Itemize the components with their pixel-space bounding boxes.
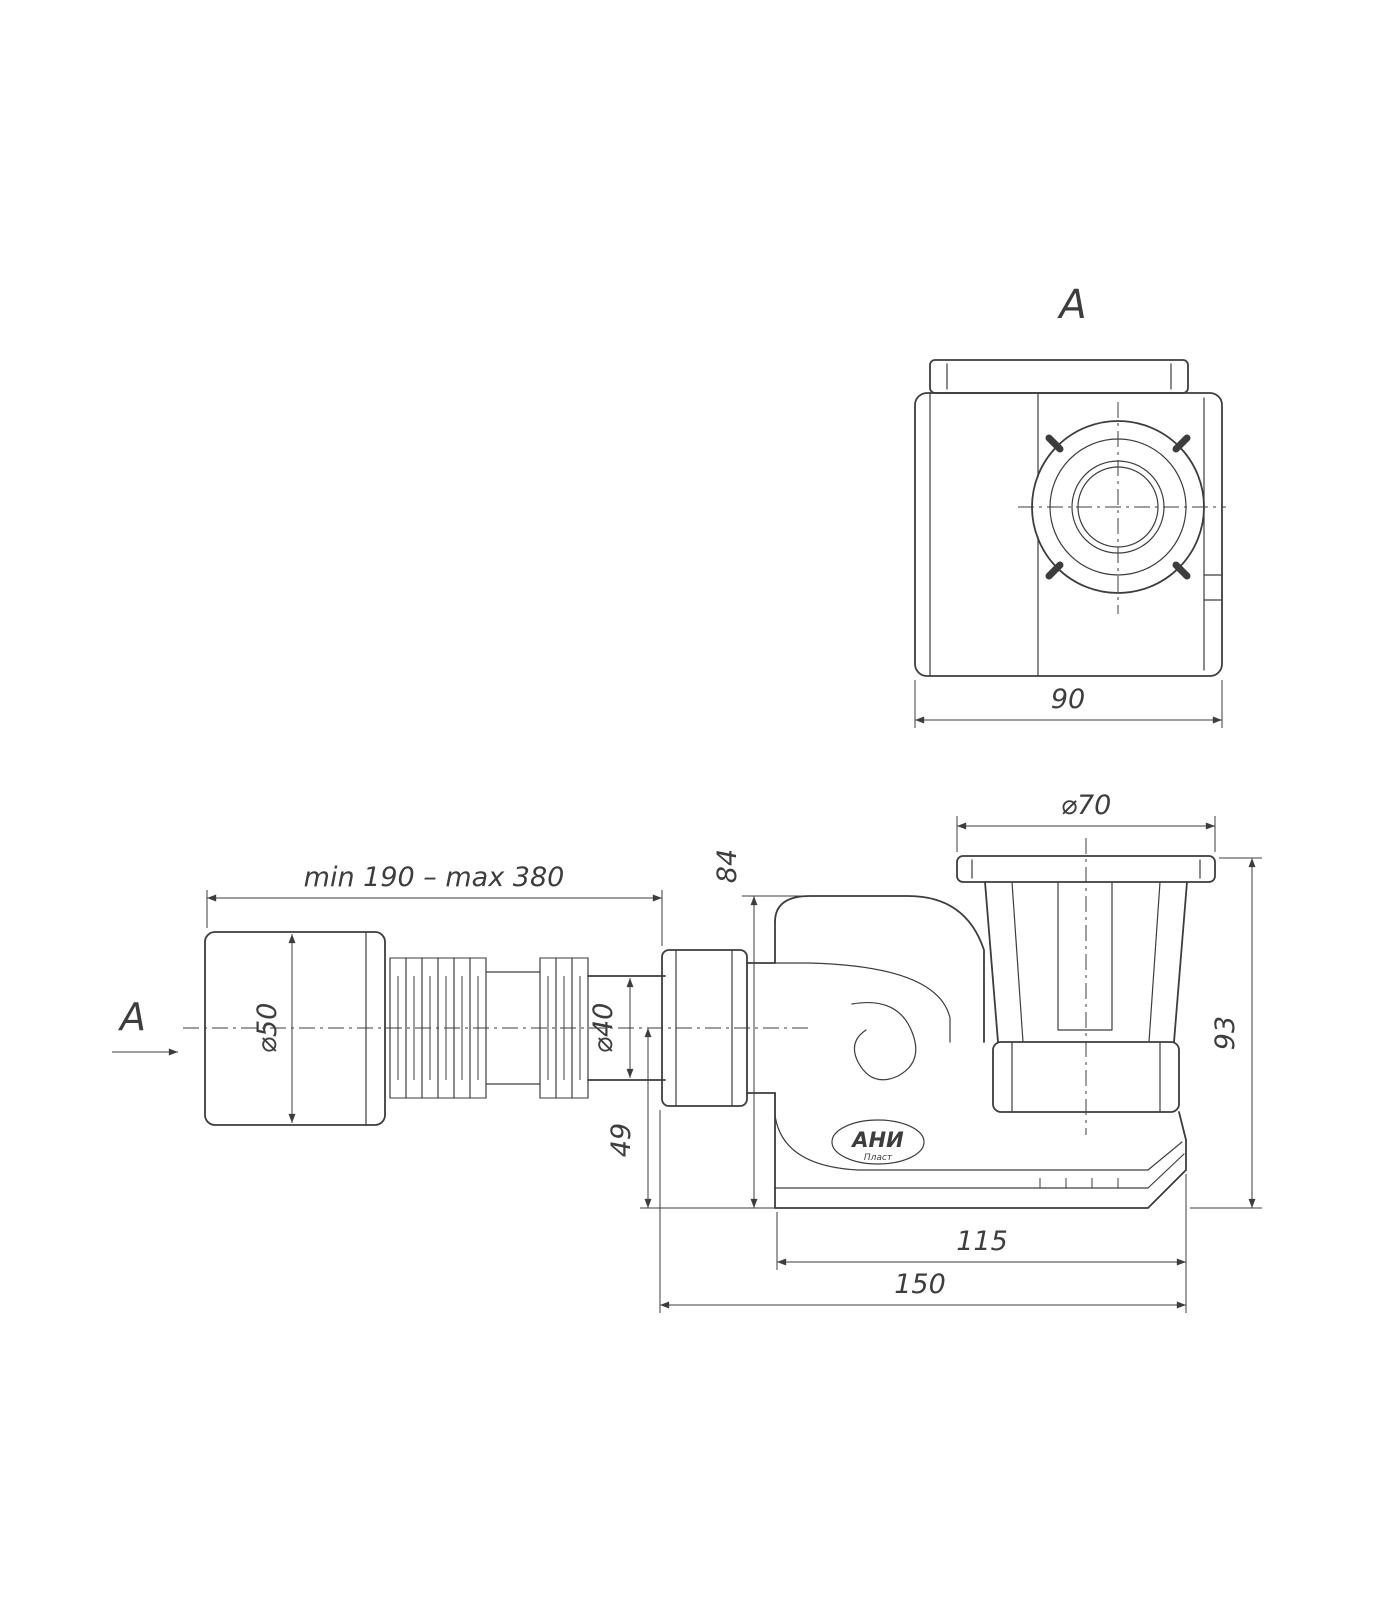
- dim-d70-label: ⌀70: [1061, 790, 1112, 821]
- dim-flex-length-label: min 190 – max 380: [304, 862, 565, 893]
- cuff-d50: [204, 931, 386, 1126]
- dim-84-label: 84: [712, 849, 743, 883]
- drain-tailpipe: [1057, 881, 1113, 1031]
- drain-assembly: [956, 855, 1216, 1113]
- dim-d50-label: ⌀50: [252, 1003, 283, 1054]
- section-body: [914, 392, 1223, 677]
- dim-top-width-label: 90: [1051, 684, 1085, 715]
- drain-lock-nut: [992, 1041, 1180, 1113]
- dim-base-length: 115: [776, 1174, 1187, 1313]
- brand-logo: АНИ Пласт: [831, 1119, 925, 1165]
- union-nut: [661, 949, 748, 1107]
- logo-oval: [831, 1119, 925, 1165]
- trap-outer-top: [774, 895, 985, 1043]
- logo-sub-text: Пласт: [864, 1153, 893, 1163]
- dim-flange-diameter: ⌀70: [956, 790, 1216, 852]
- trap-body: [774, 895, 1187, 1209]
- dim-overall-length: 150: [659, 1110, 1186, 1313]
- drain-cup-outer: [984, 881, 1188, 1043]
- dim-flex-length: min 190 – max 380: [206, 862, 663, 946]
- trap-base-top: [774, 1153, 1185, 1189]
- flexible-pipe: [204, 931, 776, 1126]
- trap-base-outline: [774, 1111, 1187, 1209]
- dim-115-label: 115: [956, 1226, 1008, 1257]
- section-view-a: A 90: [914, 282, 1226, 728]
- dim-inlet-diameter: ⌀50: [252, 934, 296, 1123]
- dim-outlet-axis-height: 49: [606, 1028, 775, 1209]
- section-right-strip: [1203, 397, 1223, 671]
- union-nut-flats: [675, 949, 733, 1107]
- section-top-flange: [929, 359, 1189, 394]
- dim-top-width: 90: [914, 680, 1223, 728]
- corrugation-envelope-2: [540, 957, 588, 1099]
- logo-brand-text: АНИ: [850, 1128, 904, 1152]
- section-view-label: A: [1056, 282, 1086, 328]
- corrugation-ribs-2: [539, 957, 589, 1099]
- section-outlet-lugs: [1045, 434, 1191, 580]
- view-direction-arrow: A: [112, 995, 178, 1056]
- trap-base-ribs: [1039, 1178, 1119, 1188]
- trap-bowl-bottom: [774, 1092, 1183, 1171]
- dim-overall-height: 93: [1190, 857, 1262, 1209]
- main-side-view: A: [112, 790, 1262, 1313]
- dim-pipe-diameter: ⌀40: [588, 978, 634, 1078]
- pipe-d40: [587, 975, 666, 1081]
- smooth-middle-section: [485, 971, 541, 1085]
- corrugation-ribs-1: [389, 957, 487, 1099]
- dim-49-label: 49: [606, 1123, 637, 1157]
- section-flange-ticks: [946, 363, 1172, 390]
- strainer-flange-ticks: [971, 859, 1201, 879]
- corrugation-valleys-1: [397, 976, 479, 1080]
- section-centerlines: [1018, 402, 1226, 614]
- view-direction-label: A: [117, 995, 146, 1039]
- corrugation-valleys-2: [547, 976, 581, 1080]
- strainer-flange-d70: [956, 855, 1216, 883]
- drain-lock-nut-flats: [1011, 1041, 1161, 1113]
- corrugation-envelope-1: [390, 957, 486, 1099]
- trap-weir-hook: [851, 1002, 917, 1081]
- dim-93-label: 93: [1210, 1016, 1241, 1050]
- dim-d40-label: ⌀40: [588, 1003, 619, 1054]
- dim-150-label: 150: [894, 1269, 946, 1300]
- trap-inner-top: [774, 962, 951, 1043]
- drain-cup-inner: [1011, 881, 1161, 1043]
